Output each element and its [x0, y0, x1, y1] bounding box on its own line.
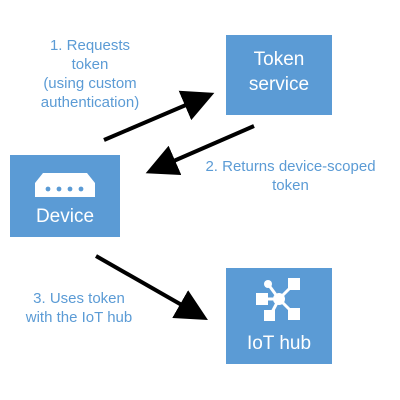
device-box: Device: [10, 155, 120, 237]
iot-hub-box: IoT hub: [226, 268, 332, 364]
step-1-label: 1. Requests token (using custom authenti…: [10, 36, 170, 112]
router-device-icon: [35, 173, 95, 197]
step-3-label: 3. Uses token with the IoT hub: [4, 289, 154, 327]
step-1-line-3: (using custom: [43, 75, 137, 92]
step-2-label: 2. Returns device-scoped token: [188, 157, 393, 195]
step-1-line-2: token: [71, 56, 109, 73]
token-service-label: Token service: [226, 47, 332, 97]
step-3-line-1: 3. Uses token: [33, 290, 125, 307]
iot-hub-label: IoT hub: [246, 333, 312, 354]
device-label: Device: [35, 206, 95, 227]
arrow-token-service-to-device: [145, 124, 255, 176]
arrow-device-to-token-service: [103, 90, 215, 142]
iot-hub-network-icon: [256, 278, 300, 321]
token-service-label-line-2: service: [248, 74, 310, 95]
token-service-label-line-1: Token: [253, 49, 305, 70]
step-2-line-2: token: [272, 177, 309, 194]
step-1-line-4: authentication): [40, 94, 140, 111]
step-3-line-2: with the IoT hub: [25, 309, 133, 326]
arrow-device-to-iot-hub: [95, 254, 208, 320]
step-1-line-1: 1. Requests: [49, 37, 131, 54]
step-2-line-1: 2. Returns device-scoped: [205, 158, 376, 175]
token-service-box: Token service: [226, 35, 332, 115]
